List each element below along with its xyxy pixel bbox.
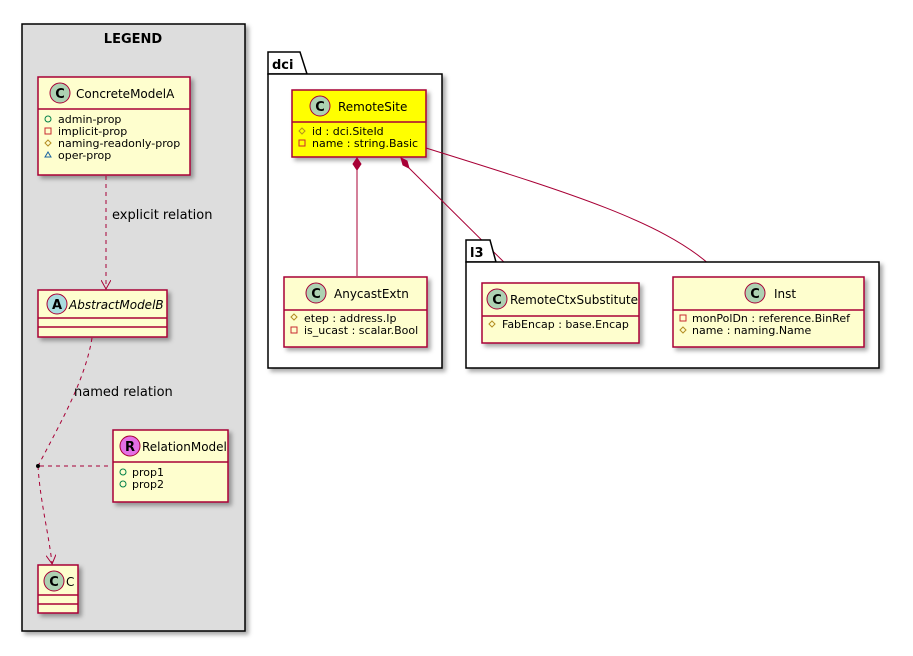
class-name: Inst [774,287,796,301]
class-spot-icon [486,288,508,310]
class-spot-icon [49,82,71,104]
attribute: naming-readonly-prop [58,137,180,150]
class-name: AbstractModelB [68,298,164,312]
relation-spot-icon [119,435,141,457]
protected-icon [679,326,687,334]
attribute: prop1 [132,466,164,479]
attribute: etep : address.Ip [304,312,396,325]
class-inst[interactable]: C Inst monPolDn : reference.BinRef name … [672,276,865,348]
protected-icon [44,139,52,147]
public-icon [44,115,52,123]
class-name: AnycastExtn [334,287,409,301]
class-c[interactable]: C C [37,564,79,614]
attribute: monPolDn : reference.BinRef [692,312,851,325]
attribute: name : naming.Name [692,324,812,337]
attribute: implicit-prop [58,125,127,138]
attribute: is_ucast : scalar.Bool [304,324,418,337]
protected-icon [488,320,496,328]
class-anycast-extn[interactable]: C AnycastExtn etep : address.Ip is_ucast… [283,276,428,348]
l3-package-name: l3 [470,246,484,261]
dci-package-name: dci [272,58,293,73]
class-spot-letter: R [125,440,135,455]
abstract-spot-icon [46,293,68,315]
private-icon [679,314,687,322]
public-icon [119,468,127,476]
explicit-relation-label: explicit relation [112,208,212,223]
class-remote-ctx-substitute[interactable]: C RemoteCtxSubstitute FabEncap : base.En… [481,282,640,344]
attribute: id : dci.SiteId [312,125,384,138]
attribute: admin-prop [58,113,121,126]
protected-icon [298,127,306,135]
class-name: RemoteSite [338,100,407,114]
attribute: name : string.Basic [312,137,418,150]
class-spot-icon [43,570,65,592]
class-name: C [66,575,74,589]
attribute: FabEncap : base.Encap [502,318,629,331]
class-concrete-model-a[interactable]: C ConcreteModelA admin-prop implicit-pro… [37,76,191,176]
class-spot-letter: C [49,575,59,590]
composition-edge-anycast [352,157,362,276]
class-name: ConcreteModelA [76,87,175,101]
private-icon [44,127,52,135]
protected-icon [290,313,298,321]
class-spot-icon [309,95,331,117]
private-icon [298,139,306,147]
named-relation-edge [36,337,112,563]
class-spot-letter: A [52,298,62,313]
named-relation-label: named relation [74,385,173,400]
class-spot-letter: C [311,287,321,302]
class-name: RemoteCtxSubstitute [510,293,638,307]
class-remote-site[interactable]: C RemoteSite id : dci.SiteId name : stri… [291,89,427,158]
class-name: RelationModel [142,440,227,454]
class-spot-letter: C [55,87,65,102]
class-spot-icon [305,282,327,304]
public-icon [119,480,127,488]
class-abstract-model-b[interactable]: A AbstractModelB [37,289,168,338]
attribute: prop2 [132,478,164,491]
class-spot-letter: C [750,287,760,302]
class-spot-letter: C [315,100,325,115]
attribute: oper-prop [58,149,111,162]
class-spot-letter: C [492,293,502,308]
class-relation-model[interactable]: R RelationModel prop1 prop2 [112,429,229,503]
private-icon [290,326,298,334]
legend-title: LEGEND [104,32,163,47]
class-spot-icon [744,282,766,304]
package-icon [44,151,52,158]
